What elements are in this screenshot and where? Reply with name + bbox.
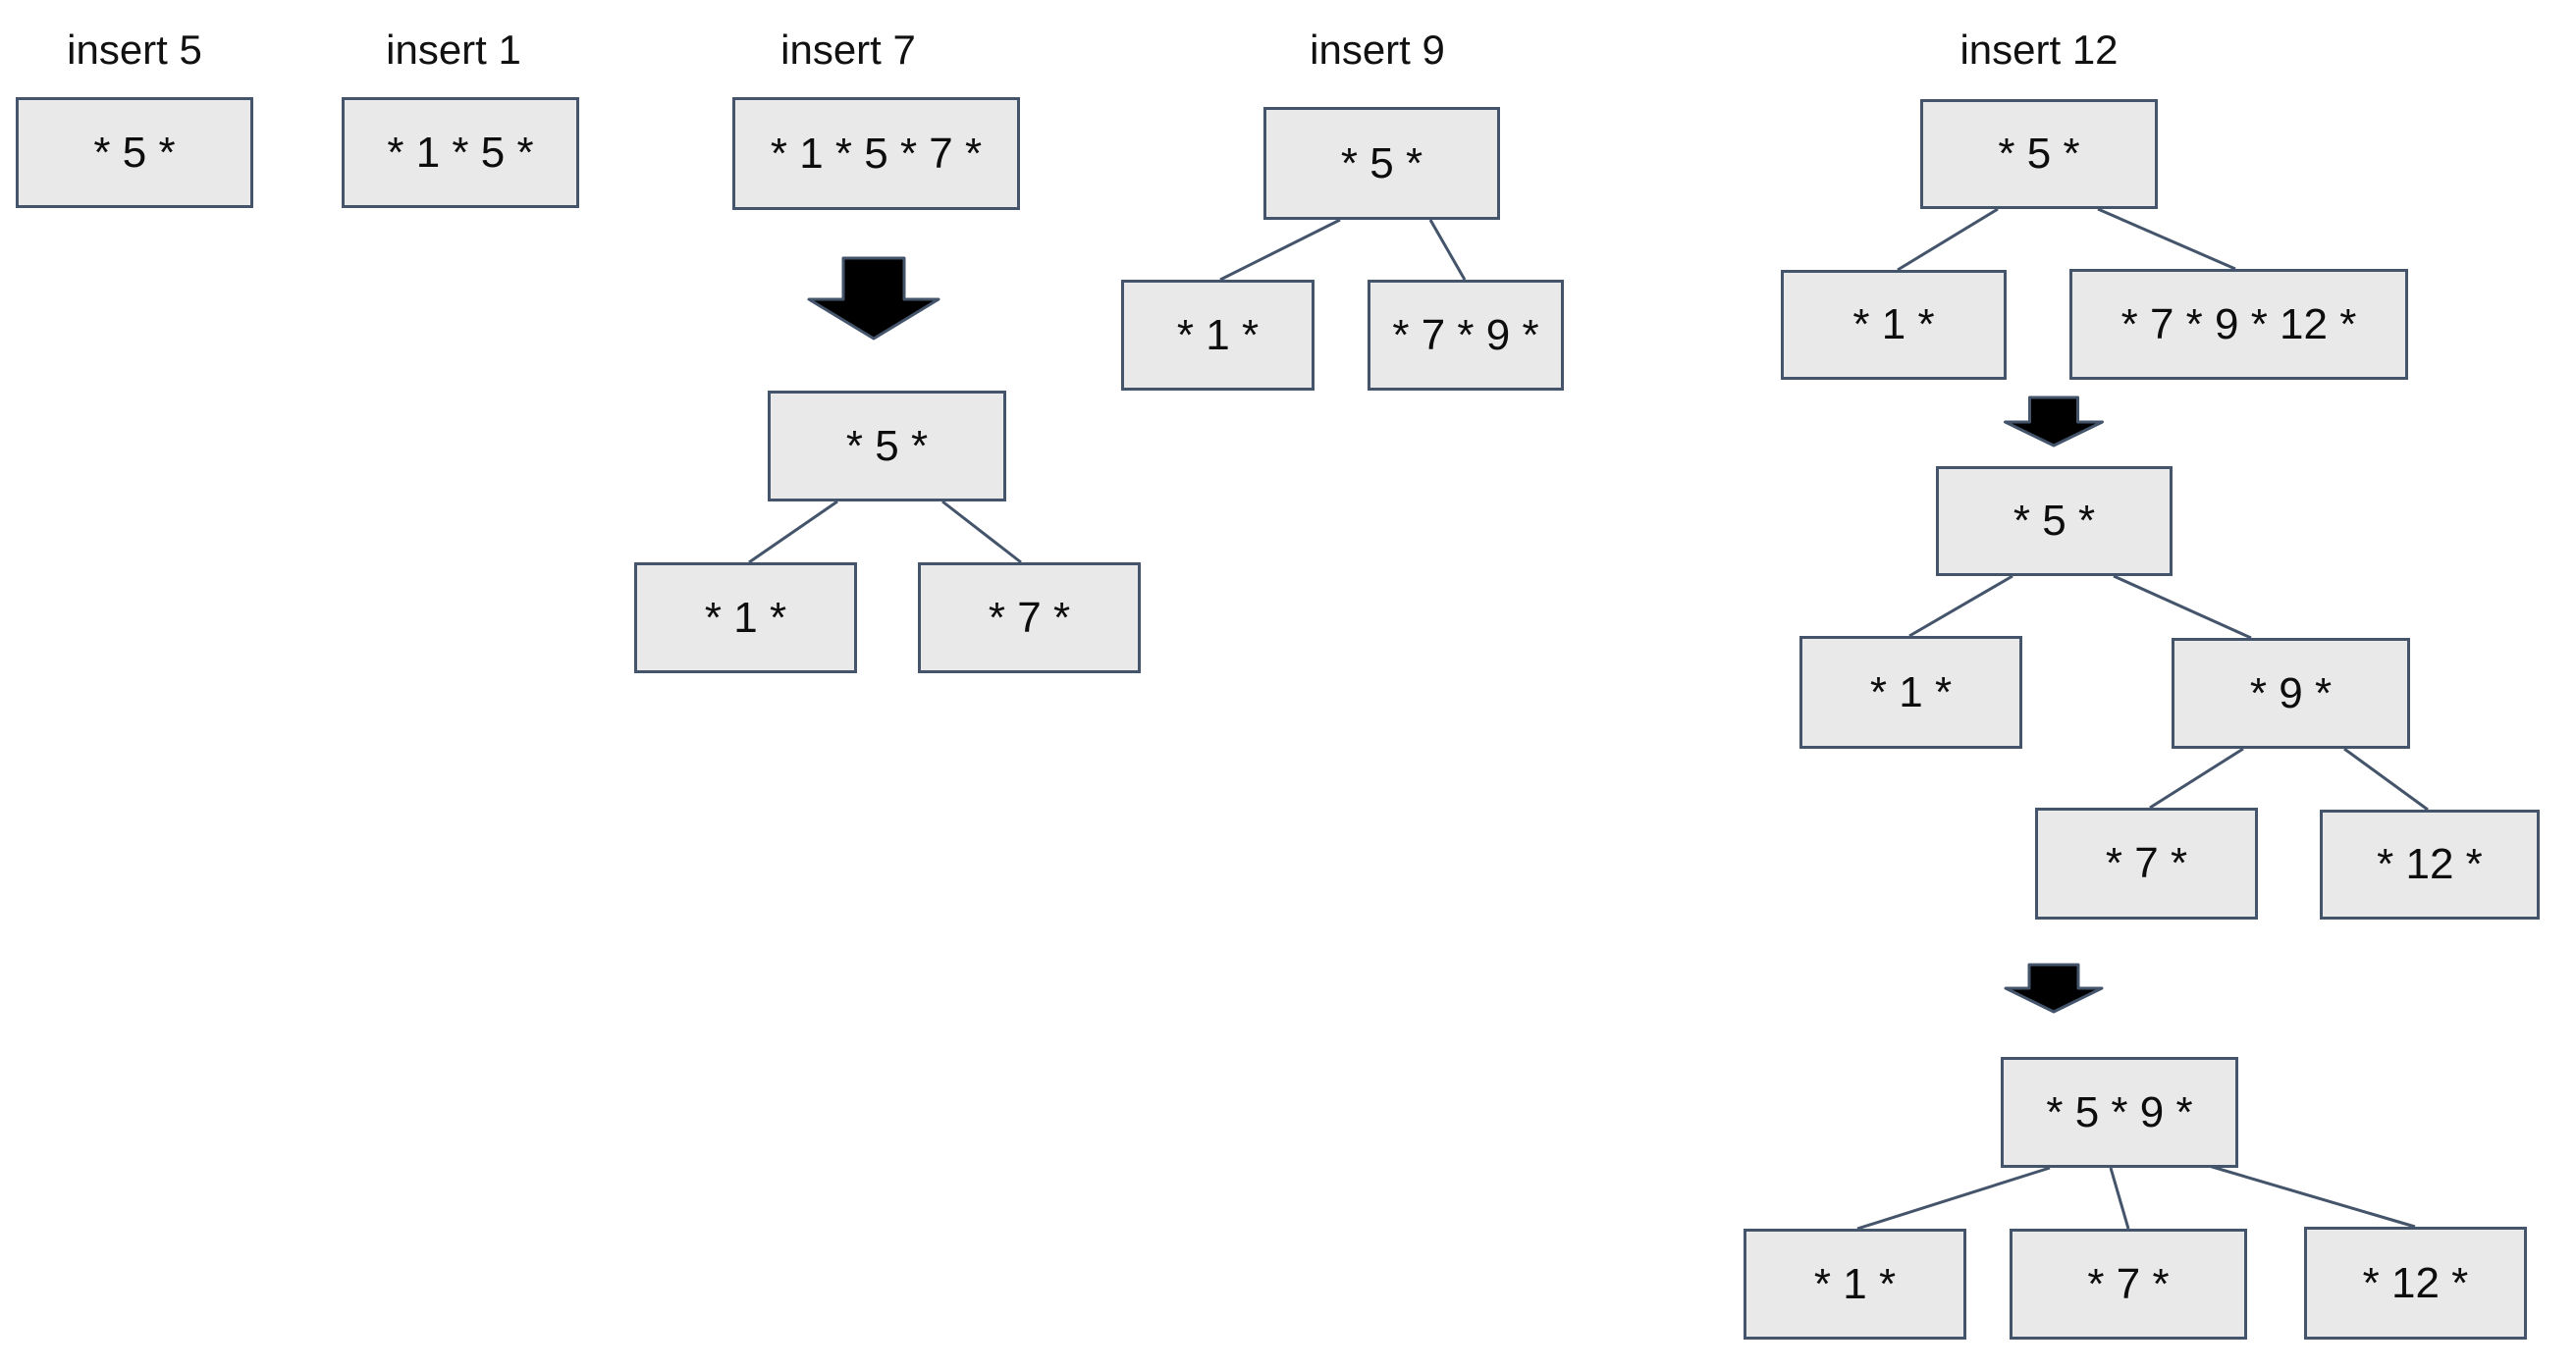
tree-node-s12b-g2: * 12 * bbox=[2320, 810, 2540, 920]
tree-node-s7-c2: * 7 * bbox=[918, 562, 1141, 673]
split-arrow-2-down-arrow-icon bbox=[2004, 395, 2104, 448]
tree-node-s12b-c1: * 1 * bbox=[1799, 636, 2022, 749]
tree-edge-12 bbox=[2208, 1164, 2416, 1229]
tree-node-s9-root: * 5 * bbox=[1263, 107, 1500, 220]
tree-node-s12b-g1: * 7 * bbox=[2035, 808, 2258, 920]
tree-edge-10 bbox=[1856, 1166, 2051, 1231]
step-insert-7-label: insert 7 bbox=[780, 26, 916, 73]
tree-node-s12-root: * 5 * bbox=[1920, 99, 2158, 209]
tree-node-s12c-root: * 5 * 9 * bbox=[2001, 1057, 2238, 1168]
tree-node-s5-root: * 5 * bbox=[16, 97, 253, 208]
step-insert-5-label: insert 5 bbox=[67, 26, 202, 73]
tree-edge-11 bbox=[2109, 1167, 2130, 1230]
tree-node-s7-c1: * 1 * bbox=[634, 562, 857, 673]
tree-edge-2 bbox=[1219, 218, 1341, 282]
tree-node-s9-c2: * 7 * 9 * bbox=[1368, 280, 1564, 391]
tree-edge-7 bbox=[2113, 574, 2252, 640]
tree-node-s12b-c2: * 9 * bbox=[2172, 638, 2410, 749]
tree-edge-8 bbox=[2149, 747, 2244, 810]
tree-node-s12c-c1: * 1 * bbox=[1744, 1229, 1966, 1340]
step-insert-12-label: insert 12 bbox=[1959, 26, 2119, 73]
tree-node-s12c-c2: * 7 * bbox=[2010, 1229, 2247, 1340]
tree-edge-6 bbox=[1908, 574, 2013, 638]
tree-edge-9 bbox=[2343, 747, 2429, 812]
tree-node-s1-root: * 1 * 5 * bbox=[342, 97, 579, 208]
tree-edge-3 bbox=[1428, 219, 1467, 281]
step-insert-1-label: insert 1 bbox=[386, 26, 521, 73]
tree-edge-1 bbox=[941, 500, 1022, 564]
tree-edge-5 bbox=[2097, 207, 2236, 271]
tree-node-s12c-c3: * 12 * bbox=[2304, 1227, 2527, 1340]
split-arrow-1-down-arrow-icon bbox=[807, 256, 940, 341]
tree-edge-0 bbox=[748, 500, 838, 564]
tree-node-s7-over: * 1 * 5 * 7 * bbox=[732, 97, 1020, 210]
tree-node-s12-c1: * 1 * bbox=[1781, 270, 2007, 380]
tree-node-s12-c2: * 7 * 9 * 12 * bbox=[2069, 269, 2408, 380]
tree-node-s7-root: * 5 * bbox=[768, 391, 1006, 501]
tree-node-s9-c1: * 1 * bbox=[1121, 280, 1315, 391]
tree-node-s12b-root: * 5 * bbox=[1936, 466, 2173, 576]
split-arrow-3-down-arrow-icon bbox=[2004, 963, 2104, 1014]
tree-edge-4 bbox=[1897, 207, 1999, 272]
step-insert-9-label: insert 9 bbox=[1310, 26, 1445, 73]
